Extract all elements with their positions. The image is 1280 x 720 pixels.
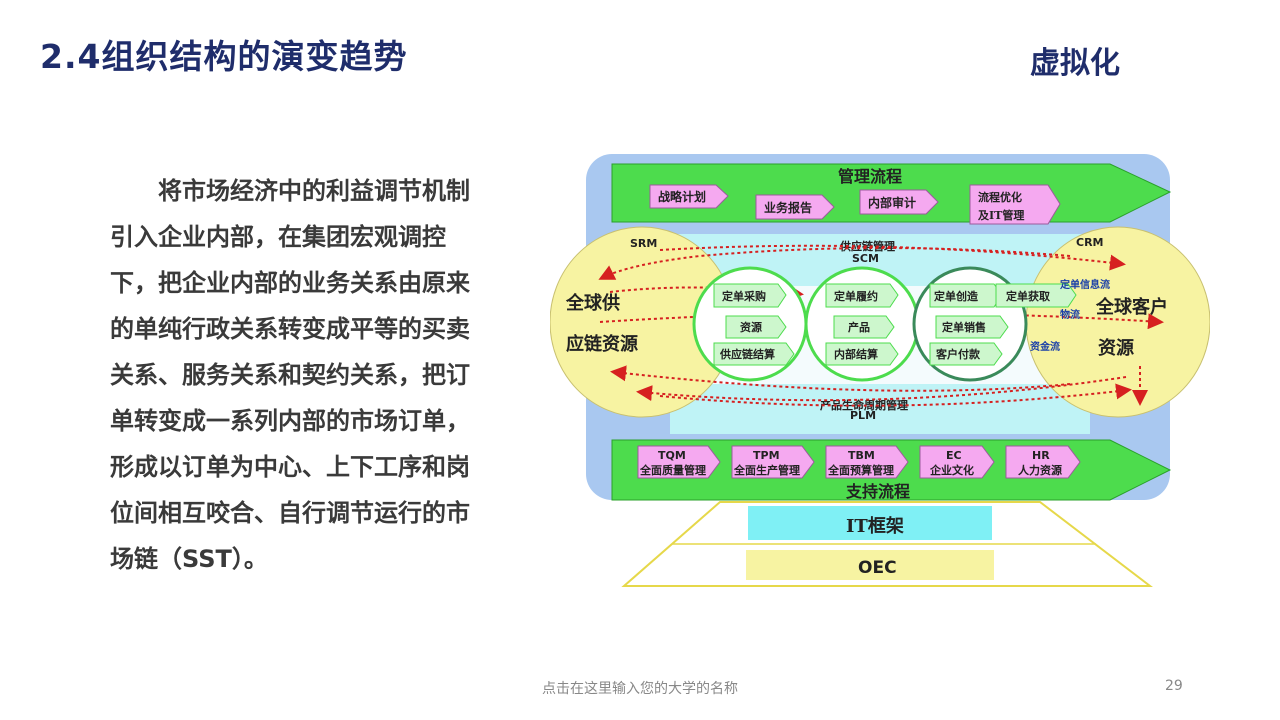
svg-text:产品: 产品: [848, 320, 870, 334]
it-framework-label: IT框架: [846, 515, 904, 537]
svg-text:企业文化: 企业文化: [929, 463, 974, 477]
right-resource-line1: 全球客户: [1095, 296, 1168, 318]
plm-label: PLM: [850, 409, 876, 422]
sst-diagram: 管理流程 战略计划 业务报告 内部审计 流程优化 及IT管理 供应链管理 SCM…: [550, 152, 1210, 600]
svg-text:定单销售: 定单销售: [942, 320, 986, 334]
support-box-3: TBM 全面预算管理: [825, 445, 909, 479]
srm-label: SRM: [630, 237, 657, 250]
svg-text:业务报告: 业务报告: [764, 200, 812, 215]
svg-text:定单采购: 定单采购: [722, 289, 766, 303]
flow-capital: 资金流: [1030, 340, 1060, 353]
support-box-1: TQM 全面质量管理: [637, 445, 721, 479]
it-framework-bar: [748, 506, 992, 540]
svg-text:资源: 资源: [740, 320, 762, 334]
svg-text:内部审计: 内部审计: [868, 195, 916, 210]
svg-text:内部结算: 内部结算: [834, 347, 878, 361]
mgmt-box-4: 流程优化 及IT管理: [969, 184, 1061, 225]
svg-text:HR: HR: [1032, 449, 1050, 462]
crm-label: CRM: [1076, 236, 1104, 249]
left-resource-line1: 全球供: [565, 292, 620, 314]
scm-label: SCM: [852, 252, 879, 265]
svg-text:定单创造: 定单创造: [934, 289, 979, 303]
c2-box-3: 内部结算: [825, 342, 899, 366]
svg-text:EC: EC: [946, 449, 962, 462]
support-process-label: 支持流程: [845, 482, 910, 501]
svg-text:人力资源: 人力资源: [1018, 463, 1062, 477]
svg-text:战略计划: 战略计划: [658, 189, 706, 204]
body-paragraph-text: 将市场经济中的利益调节机制引入企业内部，在集团宏观调控下，把企业内部的业务关系由…: [110, 177, 470, 573]
flow-info: 定单信息流: [1060, 278, 1110, 291]
right-resource-circle: [1025, 226, 1210, 418]
svg-text:全面生产管理: 全面生产管理: [733, 463, 800, 477]
c3-box-1: 定单创造: [929, 283, 1003, 308]
svg-text:客户付款: 客户付款: [935, 347, 981, 361]
oec-label: OEC: [858, 558, 897, 578]
svg-text:定单获取: 定单获取: [1006, 289, 1050, 303]
svg-text:及IT管理: 及IT管理: [978, 208, 1024, 222]
plm-band: [670, 384, 1090, 434]
page-title: 2.4组织结构的演变趋势: [40, 37, 408, 76]
body-paragraph: 将市场经济中的利益调节机制引入企业内部，在集团宏观调控下，把企业内部的业务关系由…: [110, 168, 490, 582]
c2-box-2: 产品: [833, 315, 895, 339]
svg-text:定单履约: 定单履约: [834, 289, 878, 303]
footer-university[interactable]: 点击在这里输入您的大学的名称: [542, 681, 738, 697]
support-box-5: HR 人力资源: [1005, 445, 1081, 479]
right-resource-line2: 资源: [1098, 337, 1134, 359]
svg-text:TQM: TQM: [658, 449, 686, 462]
svg-text:TPM: TPM: [753, 449, 780, 462]
flow-logistics: 物流: [1060, 308, 1080, 321]
c3-box-2: 定单销售: [935, 315, 1009, 339]
page-subtitle: 虚拟化: [1030, 46, 1120, 81]
scm-cn-label: 供应链管理: [839, 239, 895, 253]
left-resource-line2: 应链资源: [566, 333, 638, 355]
c2-box-1: 定单履约: [825, 283, 899, 308]
oec-bar: [746, 550, 994, 580]
svg-text:供应链结算: 供应链结算: [719, 347, 775, 361]
c1-box-2: 资源: [725, 315, 787, 339]
mgmt-box-1: 战略计划: [649, 184, 729, 209]
c1-box-3: 供应链结算: [713, 342, 795, 366]
mgmt-process-label: 管理流程: [838, 167, 902, 186]
support-box-4: EC 企业文化: [919, 445, 995, 479]
mgmt-box-3: 内部审计: [859, 189, 939, 215]
svg-text:流程优化: 流程优化: [978, 190, 1022, 204]
page-number: 29: [1165, 678, 1183, 694]
c1-box-1: 定单采购: [713, 283, 787, 308]
svg-text:全面预算管理: 全面预算管理: [827, 463, 894, 477]
svg-text:TBM: TBM: [848, 449, 875, 462]
order-get-box: 定单获取: [995, 283, 1077, 308]
c3-box-3: 客户付款: [929, 342, 1003, 366]
support-box-2: TPM 全面生产管理: [731, 445, 815, 479]
svg-text:全面质量管理: 全面质量管理: [639, 463, 706, 477]
mgmt-box-2: 业务报告: [755, 194, 835, 220]
